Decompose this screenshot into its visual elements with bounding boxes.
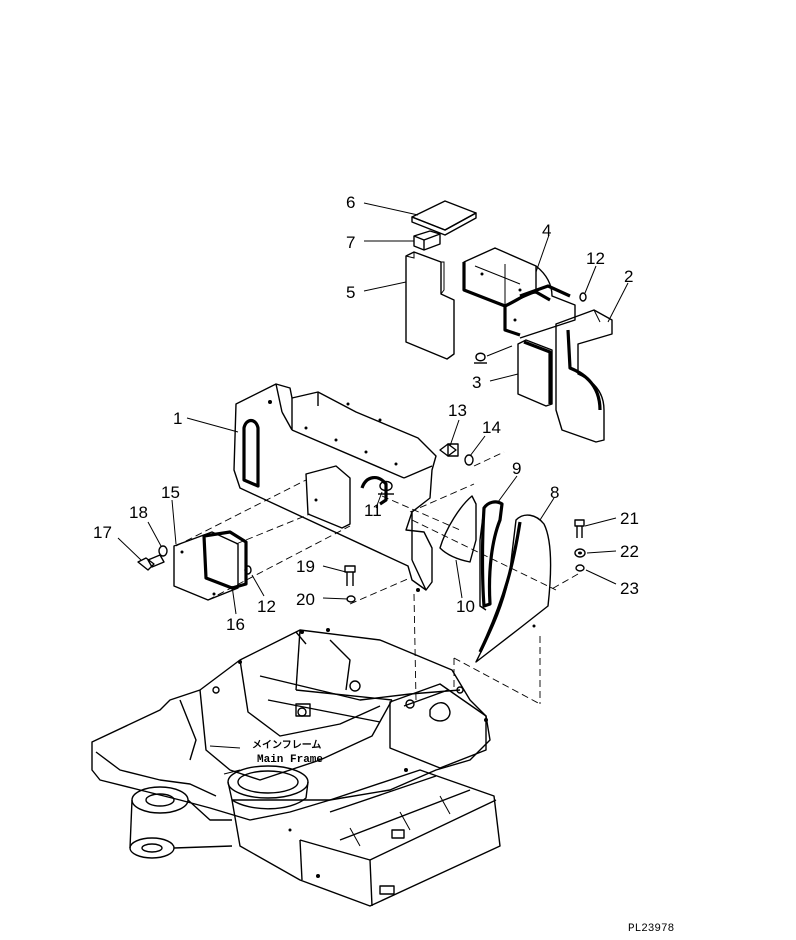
main-frame xyxy=(91,628,501,907)
washer-22 xyxy=(574,548,586,558)
part-5-panel xyxy=(405,251,455,360)
callout-7: 7 xyxy=(346,233,355,252)
bolt-21 xyxy=(574,519,585,538)
callout-3: 3 xyxy=(472,373,481,392)
part-3-panel xyxy=(517,339,553,407)
washer-23 xyxy=(575,564,585,572)
callout-22: 22 xyxy=(620,542,639,561)
callout-16: 16 xyxy=(226,615,245,634)
callout-numbers: 1 2 3 4 5 6 7 8 9 10 11 12 12 13 14 15 1… xyxy=(93,193,639,634)
callout-18: 18 xyxy=(129,503,148,522)
callout-17: 17 xyxy=(93,523,112,542)
part-6-plate xyxy=(411,200,477,236)
callout-12-top: 12 xyxy=(586,249,605,268)
main-frame-label: メインフレーム Main Frame xyxy=(252,739,323,766)
fastener-12-lower xyxy=(244,565,265,597)
callout-11: 11 xyxy=(364,501,382,520)
part-1-body xyxy=(233,383,437,592)
callout-23: 23 xyxy=(620,579,639,598)
part-15-plate xyxy=(173,531,239,601)
callout-19: 19 xyxy=(296,557,315,576)
callout-12-bottom: 12 xyxy=(257,597,276,616)
part-9-cover xyxy=(479,500,504,611)
callout-1: 1 xyxy=(173,409,182,428)
part-10-cover xyxy=(439,495,477,563)
bolt-19 xyxy=(344,565,356,586)
part-8-cover xyxy=(475,514,552,663)
callout-15: 15 xyxy=(161,483,180,502)
callout-10: 10 xyxy=(456,597,475,616)
callout-21: 21 xyxy=(620,509,639,528)
main-frame-label-jp: メインフレーム xyxy=(252,739,321,751)
part-7-block xyxy=(413,230,441,251)
bolt-17 xyxy=(117,537,165,571)
callout-8: 8 xyxy=(550,483,559,502)
callout-4: 4 xyxy=(542,221,551,240)
callout-14: 14 xyxy=(482,418,501,437)
part-2-panel xyxy=(555,309,613,443)
callout-20: 20 xyxy=(296,590,315,609)
part-16-gasket xyxy=(202,530,248,590)
bolt-13 xyxy=(439,443,459,457)
washer-18 xyxy=(147,521,168,557)
drawing-code: PL23978 xyxy=(628,923,674,935)
callout-6: 6 xyxy=(346,193,355,212)
leader-lines xyxy=(171,202,629,775)
assembly-dashed-lines xyxy=(175,451,579,705)
part-4-cover xyxy=(462,247,576,339)
washer-14 xyxy=(464,454,474,466)
callout-13: 13 xyxy=(448,401,467,420)
callout-5: 5 xyxy=(346,283,355,302)
callout-2: 2 xyxy=(624,267,633,286)
washer-20 xyxy=(346,595,356,603)
callout-9: 9 xyxy=(512,459,521,478)
main-frame-label-en: Main Frame xyxy=(257,754,323,766)
top-fasteners xyxy=(474,292,587,364)
